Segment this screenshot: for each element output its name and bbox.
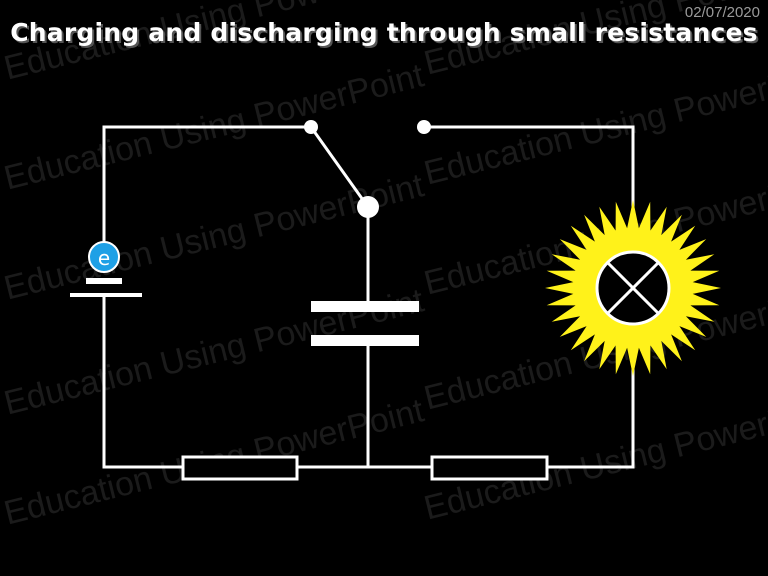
- cell-positive-plate: [86, 278, 122, 284]
- capacitor-plate-bottom: [311, 335, 419, 346]
- slide-date: 02/07/2020: [684, 4, 760, 21]
- switch-blade: [308, 124, 371, 210]
- wires: [102, 124, 635, 469]
- switch-pivot: [357, 196, 379, 218]
- electron-label: e: [98, 246, 110, 270]
- cell-negative-plate: [70, 293, 142, 297]
- lamp-cross: [606, 261, 660, 315]
- switch-contact-left: [304, 120, 318, 134]
- slide-title: Charging and discharging through small r…: [10, 18, 758, 47]
- switch-contact-right: [417, 120, 431, 134]
- resistor-right: [430, 455, 549, 481]
- wire-top-left: [102, 125, 313, 269]
- capacitor-plate-top: [311, 301, 419, 312]
- electron-icon: [88, 241, 120, 273]
- resistor-left: [181, 455, 299, 481]
